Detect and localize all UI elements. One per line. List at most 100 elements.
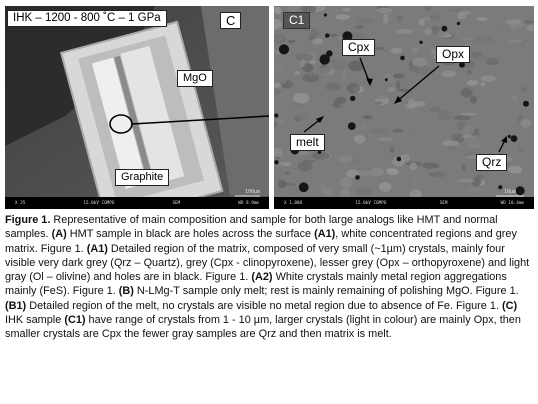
crystal-grain bbox=[341, 69, 347, 80]
crystal-grain bbox=[476, 16, 488, 22]
sem-image-right-graphic: 10µm bbox=[274, 6, 534, 209]
crystal-grain bbox=[324, 22, 341, 28]
sem-image-right: 10µm C1 Cpx Opx melt Qrz X 1,000 15.0kV … bbox=[274, 6, 534, 209]
crystal-grain bbox=[460, 112, 478, 116]
caption-a1-ref: (A1) bbox=[314, 228, 336, 241]
caption-a-text: HMT sample in black are holes across the… bbox=[66, 228, 315, 241]
caption-a1-label: (A1) bbox=[86, 242, 108, 255]
hole bbox=[498, 185, 503, 190]
crystal-grain bbox=[407, 98, 415, 109]
ellipse-leader-line bbox=[131, 115, 269, 125]
crystal-grain bbox=[493, 23, 505, 30]
crystal-grain bbox=[485, 57, 500, 66]
crystal-grain bbox=[324, 82, 341, 91]
hole bbox=[325, 33, 330, 38]
crystal-grain bbox=[424, 27, 432, 36]
hole bbox=[515, 186, 525, 196]
caption-a2-text: White crystals mainly metal region aggre… bbox=[5, 271, 507, 298]
sem-image-left: 100µm IHK – 1200 - 800 ˚C – 1 GPa C MgO … bbox=[5, 6, 269, 209]
crystal-grain bbox=[412, 57, 428, 67]
crystal-grain bbox=[339, 188, 351, 200]
crystal-grain bbox=[392, 73, 405, 79]
crystal-grain bbox=[461, 164, 466, 172]
graphite-region bbox=[201, 6, 269, 196]
crystal-grain bbox=[323, 187, 333, 197]
crystal-grain bbox=[374, 101, 383, 105]
hole bbox=[342, 31, 353, 42]
caption-a-label: (A) bbox=[51, 228, 67, 241]
right-sem-footer: X 1,000 15.0kV COMPO SEM WD 10.4mm bbox=[274, 197, 534, 209]
crystal-grain bbox=[428, 171, 446, 178]
arrow-opx bbox=[395, 65, 440, 103]
crystal-grain bbox=[446, 8, 464, 12]
crystal-grain bbox=[288, 169, 301, 177]
crystal-grain bbox=[423, 16, 431, 22]
crystal-grain bbox=[274, 49, 281, 56]
right-footer-wd: WD 10.4mm bbox=[500, 200, 524, 206]
label-graphite: Graphite bbox=[115, 169, 170, 186]
hole bbox=[510, 135, 518, 142]
crystal-grain bbox=[309, 60, 317, 64]
hole bbox=[456, 21, 461, 26]
crystal-grain bbox=[312, 151, 330, 160]
left-footer-kv: 15.0kV COMPO bbox=[83, 200, 115, 206]
crystal-grain bbox=[284, 171, 291, 176]
crystal-grain bbox=[443, 97, 449, 101]
crystal-grain bbox=[524, 58, 530, 63]
crystal-grain bbox=[385, 168, 397, 172]
crystal-grain bbox=[460, 87, 473, 98]
caption-b1-label: (B1) bbox=[5, 299, 27, 312]
hole bbox=[523, 100, 529, 107]
crystal-grain bbox=[346, 82, 361, 94]
crystal-grain bbox=[278, 179, 286, 189]
crystal-grain bbox=[409, 189, 423, 199]
crystal-grain bbox=[453, 115, 471, 121]
hole bbox=[459, 61, 465, 68]
right-footer-mag: X 1,000 bbox=[284, 200, 303, 206]
arrow-opx-head bbox=[394, 96, 402, 104]
crystal-grain bbox=[310, 28, 319, 37]
hole bbox=[323, 13, 327, 17]
crystal-grain bbox=[382, 72, 395, 83]
crystal-grain bbox=[294, 70, 300, 76]
crystal-grain bbox=[416, 24, 427, 35]
crystal-grain bbox=[390, 47, 403, 54]
crystal-grain bbox=[293, 103, 302, 107]
crystal-grain bbox=[411, 172, 422, 178]
caption-b1-text: Detailed region of the melt, no crystals… bbox=[26, 299, 502, 312]
crystal-grain bbox=[339, 177, 353, 189]
crystal-grain bbox=[335, 14, 351, 20]
crystal-grain bbox=[460, 37, 475, 41]
crystal-grain bbox=[465, 155, 480, 160]
crystal-grain bbox=[278, 119, 285, 125]
crystal-grain bbox=[458, 10, 472, 15]
crystal-grain bbox=[337, 155, 353, 163]
hole bbox=[274, 160, 279, 165]
crystal-grain bbox=[279, 75, 287, 84]
crystal-grain bbox=[342, 7, 351, 12]
crystal-grain bbox=[274, 18, 282, 30]
crystal-grain bbox=[392, 128, 404, 133]
caption-b-label: (B) bbox=[118, 285, 134, 298]
crystal-grain bbox=[432, 30, 438, 36]
crystal-grain bbox=[466, 79, 479, 86]
caption-c-text-2: have range of crystals from 1 - 10 µm, l… bbox=[5, 314, 521, 341]
crystal-grain bbox=[409, 60, 414, 72]
crystal-grain bbox=[471, 176, 482, 187]
crystal-grain bbox=[520, 86, 527, 94]
capsule-crack bbox=[114, 55, 155, 185]
crystal-grain bbox=[370, 128, 388, 134]
crystal-grain bbox=[480, 75, 496, 82]
crystal-grain bbox=[469, 96, 478, 104]
hole bbox=[298, 182, 309, 193]
crystal-grain bbox=[410, 130, 416, 139]
arrow-melt-head bbox=[316, 116, 324, 123]
crystal-grain bbox=[480, 82, 486, 87]
crystal-grain bbox=[375, 24, 392, 33]
hole bbox=[396, 156, 402, 162]
crystal-grain bbox=[508, 39, 523, 43]
crystal-grain bbox=[308, 72, 317, 77]
hole bbox=[326, 50, 333, 57]
crystal-grain bbox=[274, 164, 288, 173]
crystal-grain bbox=[467, 69, 472, 75]
